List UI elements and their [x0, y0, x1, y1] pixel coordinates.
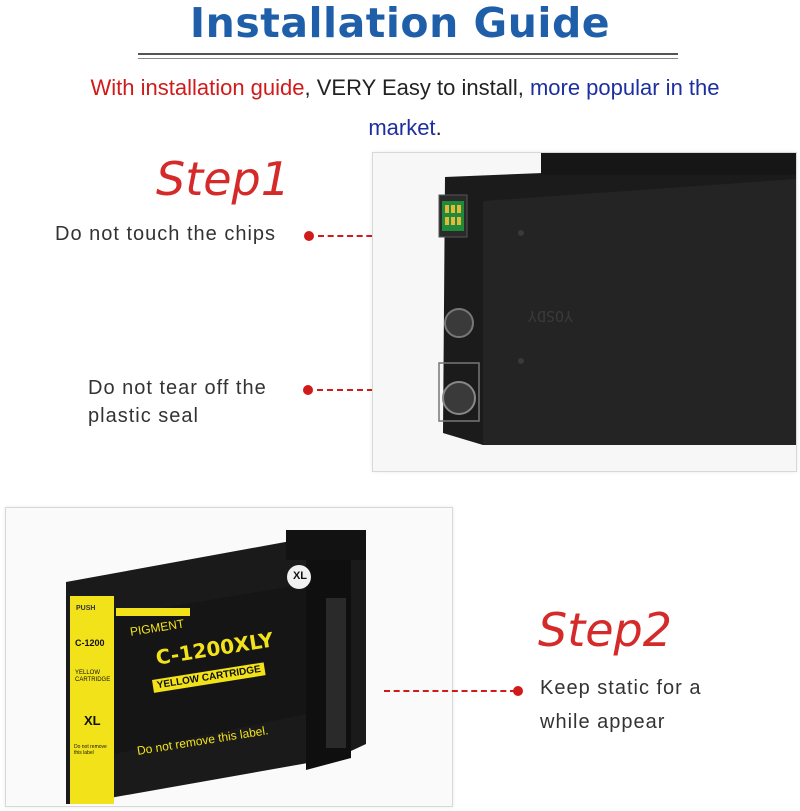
subtitle-comma: , — [304, 75, 317, 100]
subtitle: With installation guide, VERY Easy to in… — [60, 68, 750, 148]
pointer-dot-seal — [303, 385, 313, 395]
pointer-dot-static — [513, 686, 523, 696]
side-xl-label: XL — [84, 713, 101, 728]
side-warning-label: Do not remove this label — [74, 744, 107, 756]
subtitle-blue: more popular in the market — [368, 75, 720, 140]
step1-label: Step1 — [156, 152, 291, 206]
note-chips: Do not touch the chips — [55, 223, 277, 245]
step2-label: Step2 — [538, 603, 673, 657]
note-seal-line1: Do not tear off the — [88, 377, 267, 399]
note-static-line1: Keep static for a — [540, 677, 702, 699]
cartridge-marking: YOSDY — [528, 307, 573, 325]
step1-photo: YOSDY — [372, 152, 797, 472]
note-seal-line2: plastic seal — [88, 405, 199, 427]
cartridge-side-illustration — [6, 508, 452, 806]
side-model-label: C-1200 — [75, 638, 105, 648]
subtitle-end: . — [435, 115, 442, 140]
title-underline — [138, 53, 678, 55]
push-label: PUSH — [76, 605, 96, 612]
note-static-line2: while appear — [540, 711, 666, 733]
pointer-dot-chips — [304, 231, 314, 241]
cartridge-top-illustration: YOSDY — [373, 153, 796, 471]
side-color-label: YELLOW CARTRIDGE — [75, 670, 111, 683]
subtitle-black: VERY Easy to install, — [316, 75, 530, 100]
xl-badge: XL — [292, 570, 308, 582]
page-title: Installation Guide — [189, 0, 611, 47]
pointer-line-static — [384, 690, 516, 692]
title-underline-thin — [138, 58, 678, 59]
step2-photo: XL PUSH PIGMENT C-1200XLY YELLOW CARTRID… — [5, 507, 453, 807]
subtitle-red: With installation guide — [90, 75, 305, 100]
